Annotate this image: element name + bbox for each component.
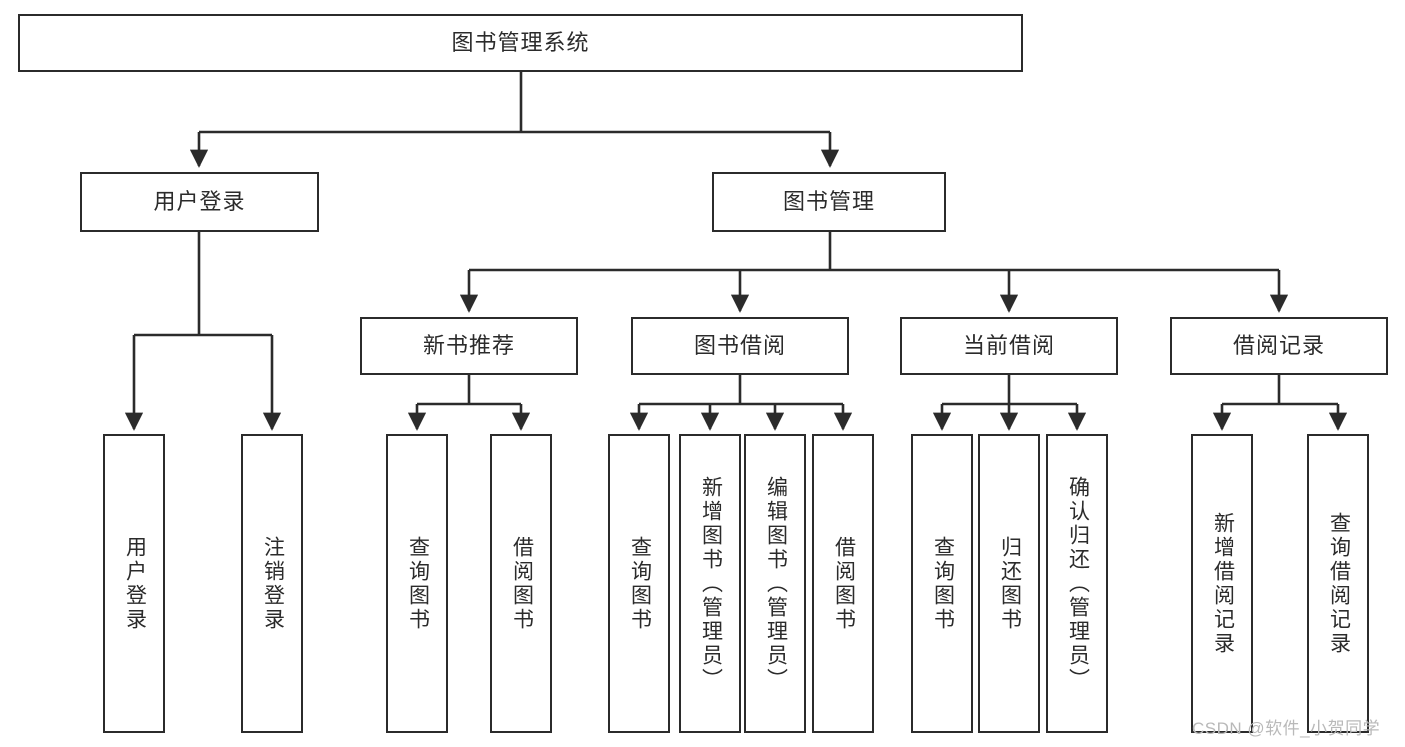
- node-new-book-recommend-label: 新书推荐: [422, 332, 515, 358]
- node-borrow-record[interactable]: 借阅记录: [1170, 317, 1388, 375]
- node-leaf-logout-login-label: 注销登录: [261, 535, 285, 632]
- node-borrow-record-label: 借阅记录: [1232, 332, 1325, 358]
- node-book-management-label: 图书管理: [782, 188, 875, 214]
- node-leaf-query-book-1[interactable]: 查询图书: [386, 434, 448, 733]
- node-leaf-borrow-book-1-label: 借阅图书: [510, 535, 534, 632]
- node-leaf-borrow-book-2[interactable]: 借阅图书: [812, 434, 874, 733]
- node-leaf-logout-login[interactable]: 注销登录: [241, 434, 303, 733]
- node-book-borrow[interactable]: 图书借阅: [631, 317, 849, 375]
- node-root-title[interactable]: 图书管理系统: [18, 14, 1023, 72]
- node-root-title-label: 图书管理系统: [451, 29, 590, 55]
- node-leaf-add-book-label: 新增图书（管理员）: [699, 475, 723, 692]
- node-user-login[interactable]: 用户登录: [80, 172, 319, 232]
- node-new-book-recommend[interactable]: 新书推荐: [360, 317, 578, 375]
- node-leaf-user-login[interactable]: 用户登录: [103, 434, 165, 733]
- node-user-login-label: 用户登录: [153, 188, 246, 214]
- node-leaf-query-record[interactable]: 查询借阅记录: [1307, 434, 1369, 733]
- node-leaf-query-book-3[interactable]: 查询图书: [911, 434, 973, 733]
- node-current-borrow[interactable]: 当前借阅: [900, 317, 1118, 375]
- node-leaf-query-book-2-label: 查询图书: [628, 535, 652, 632]
- node-leaf-query-record-label: 查询借阅记录: [1327, 511, 1351, 656]
- node-leaf-add-record[interactable]: 新增借阅记录: [1191, 434, 1253, 733]
- node-book-borrow-label: 图书借阅: [693, 332, 786, 358]
- node-leaf-query-book-3-label: 查询图书: [931, 535, 955, 632]
- node-leaf-edit-book-label: 编辑图书（管理员）: [764, 475, 788, 692]
- node-leaf-return-book[interactable]: 归还图书: [978, 434, 1040, 733]
- node-leaf-confirm-return-label: 确认归还（管理员）: [1066, 475, 1090, 692]
- watermark: CSDN @软件_小贺同学: [1192, 714, 1380, 739]
- node-leaf-add-record-label: 新增借阅记录: [1211, 511, 1235, 656]
- node-leaf-user-login-label: 用户登录: [123, 535, 147, 632]
- node-leaf-add-book[interactable]: 新增图书（管理员）: [679, 434, 741, 733]
- node-leaf-borrow-book-2-label: 借阅图书: [832, 535, 856, 632]
- node-leaf-query-book-2[interactable]: 查询图书: [608, 434, 670, 733]
- node-leaf-query-book-1-label: 查询图书: [406, 535, 430, 632]
- watermark-text: CSDN @软件_小贺同学: [1192, 719, 1381, 738]
- node-leaf-confirm-return[interactable]: 确认归还（管理员）: [1046, 434, 1108, 733]
- node-leaf-edit-book[interactable]: 编辑图书（管理员）: [744, 434, 806, 733]
- node-current-borrow-label: 当前借阅: [962, 332, 1055, 358]
- node-leaf-borrow-book-1[interactable]: 借阅图书: [490, 434, 552, 733]
- node-book-management[interactable]: 图书管理: [712, 172, 946, 232]
- node-leaf-return-book-label: 归还图书: [998, 535, 1022, 632]
